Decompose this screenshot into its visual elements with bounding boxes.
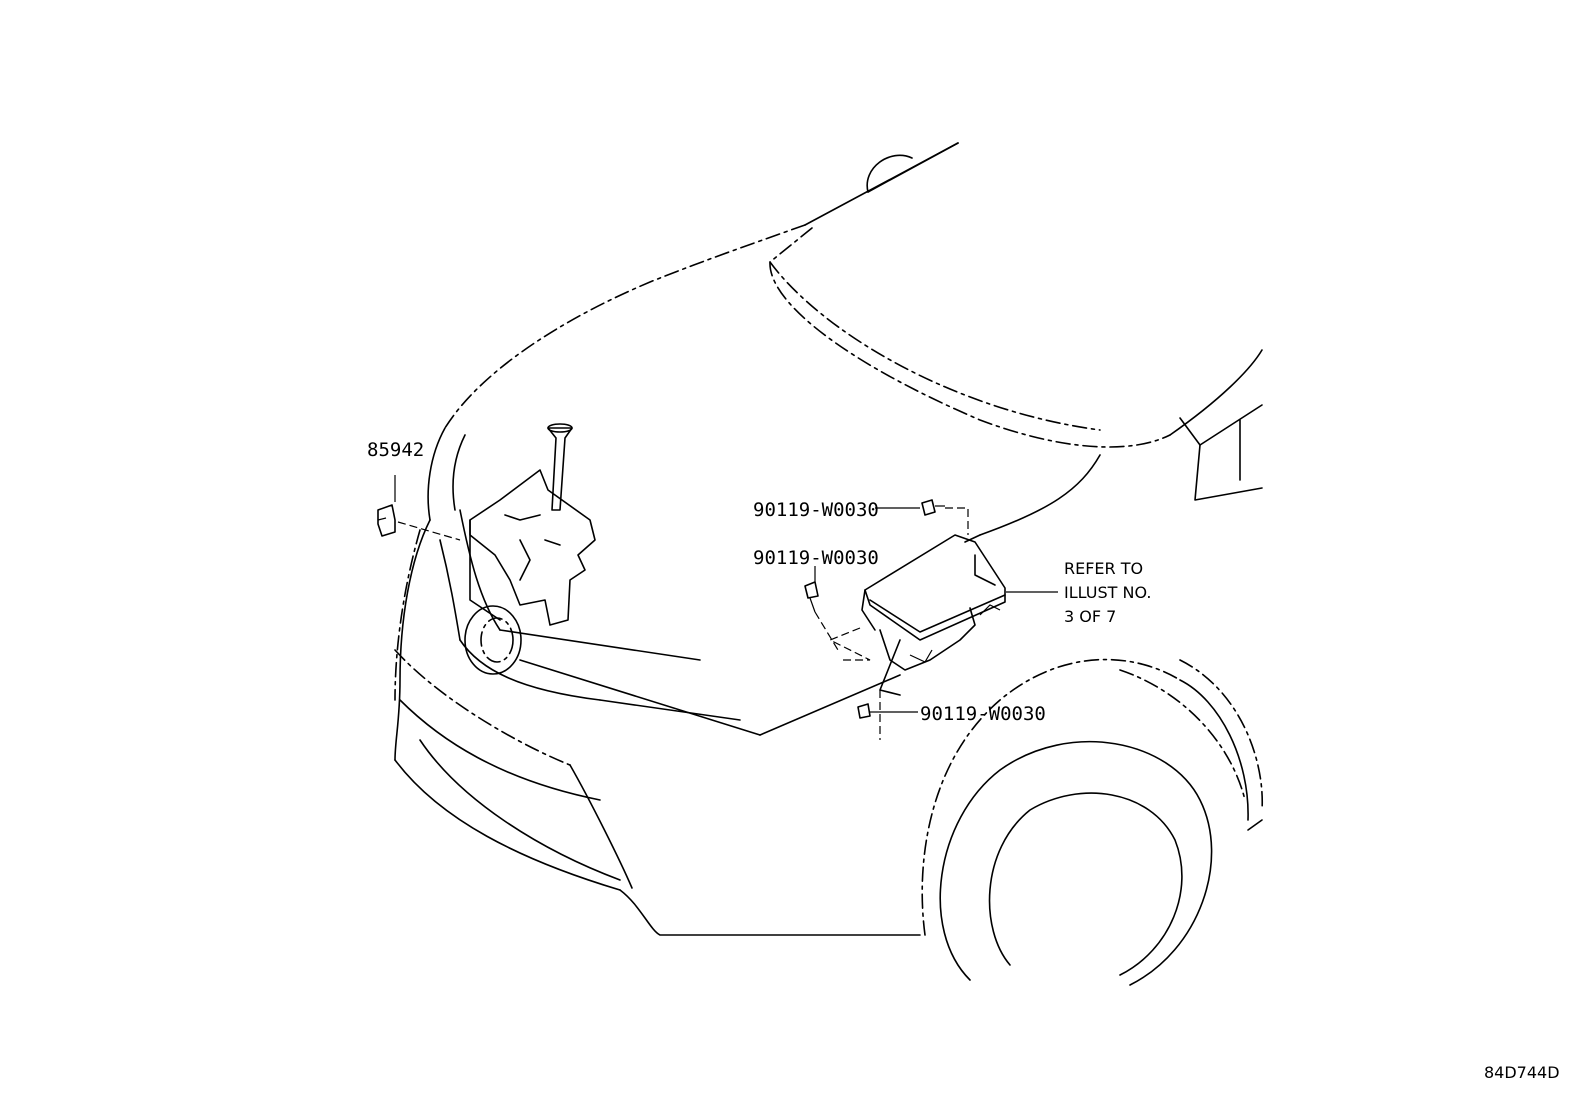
relay-box <box>828 534 1006 740</box>
callout-85942[interactable]: 85942 <box>367 439 424 461</box>
bolt-top <box>875 499 969 535</box>
callout-bolt-middle[interactable]: 90119-W0030 <box>753 547 879 569</box>
refer-note-line3: 3 OF 7 <box>1064 607 1116 626</box>
bolt-bottom <box>857 703 918 719</box>
vehicle-outline <box>394 142 1264 986</box>
refer-note-line2[interactable]: ILLUST NO. <box>1064 583 1151 602</box>
callout-bolt-bottom[interactable]: 90119-W0030 <box>920 703 1046 725</box>
refer-note: REFER TO ILLUST NO. 3 OF 7 <box>1064 559 1151 626</box>
bolt-middle <box>804 566 839 651</box>
illustration-code: 84D744D <box>1484 1063 1560 1082</box>
callout-bolt-top[interactable]: 90119-W0030 <box>753 499 879 521</box>
bracket-85942 <box>377 475 461 541</box>
washer-tank-assembly <box>469 423 596 626</box>
refer-note-line1: REFER TO <box>1064 559 1143 578</box>
